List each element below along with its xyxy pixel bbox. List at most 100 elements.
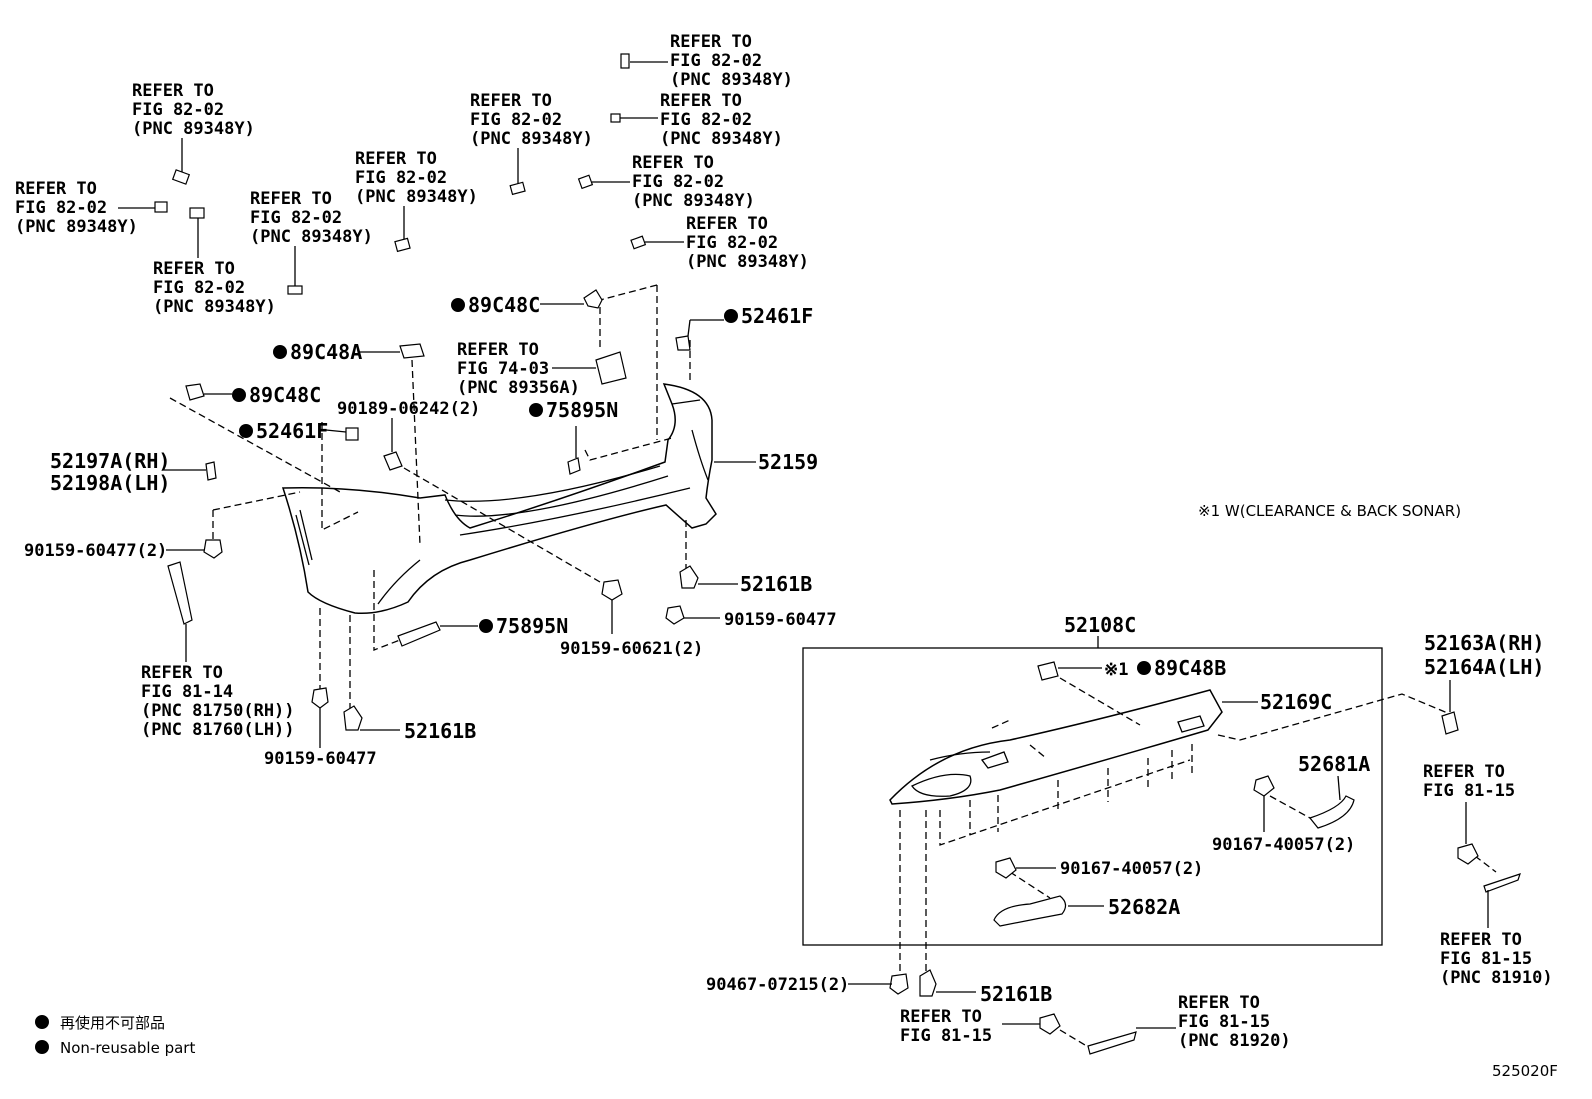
refer-block-2: REFER TO FIG 82-02 (PNC 89348Y): [15, 179, 138, 237]
sensor-89c48a-icon: [399, 343, 425, 359]
refer-6-line-3: (PNC 89348Y): [470, 129, 593, 149]
refer-block-3: REFER TO FIG 82-02 (PNC 89348Y): [153, 259, 276, 317]
refer-11-line-2: FIG 74-03: [457, 359, 549, 379]
refer-4-line-2: FIG 82-02: [250, 208, 342, 228]
refer-15-line-2: FIG 81-15: [900, 1026, 992, 1046]
lower-garnish: [889, 689, 1223, 805]
refer-1-line-1: REFER TO: [132, 81, 214, 101]
non-reusable-dot: [232, 388, 246, 402]
label-52161b-left: 52161B: [404, 719, 476, 743]
refer-12-line-3: (PNC 81750(RH)): [141, 701, 295, 721]
sensor-89c48b-icon: [1037, 661, 1059, 681]
bracket-52681a-icon: [1308, 795, 1355, 829]
small-parts-box: [848, 661, 1521, 1055]
refer-14-line-3: (PNC 81910): [1440, 968, 1553, 988]
bracket-52197a-icon: [205, 461, 217, 481]
legend-jp: 再使用不可部品: [60, 1014, 165, 1032]
label-52163a: 52163A(RH): [1424, 631, 1544, 655]
label-89c48b: 89C48B: [1154, 656, 1226, 680]
refer-block-7: REFER TO FIG 82-02 (PNC 89348Y): [670, 32, 793, 90]
sensor-clips: [118, 53, 684, 295]
refer-8-line-2: FIG 82-02: [660, 110, 752, 130]
refer-6-line-2: FIG 82-02: [470, 110, 562, 130]
refer-7-line-1: REFER TO: [670, 32, 752, 52]
label-75895n-bottom: 75895N: [496, 614, 568, 638]
non-reusable-dot: [529, 403, 543, 417]
sensor-89c48c-top-icon: [583, 289, 603, 309]
refer-block-15: REFER TO FIG 81-15: [900, 1007, 992, 1046]
bolt-90159-bottom-icon: [311, 687, 329, 709]
refer-7-line-2: FIG 82-02: [670, 51, 762, 71]
refer-9-line-1: REFER TO: [632, 153, 714, 173]
sensor-clip-icon: [154, 201, 168, 213]
refer-4-line-1: REFER TO: [250, 189, 332, 209]
label-89c48a: 89C48A: [290, 340, 362, 364]
legend-dot: [35, 1040, 49, 1054]
refer-block-13: REFER TO FIG 81-15: [1423, 762, 1515, 801]
refer-13-line-1: REFER TO: [1423, 762, 1505, 782]
sensor-clip-icon: [394, 237, 411, 253]
refer-6-line-1: REFER TO: [470, 91, 552, 111]
refer-10-line-3: (PNC 89348Y): [686, 252, 809, 272]
clip-52161b-right-icon: [679, 565, 699, 589]
refer-block-9: REFER TO FIG 82-02 (PNC 89348Y): [632, 153, 755, 211]
refer-block-1: REFER TO FIG 82-02 (PNC 89348Y): [132, 81, 255, 139]
cap-52163a-icon: [1441, 711, 1459, 735]
refer-8-line-1: REFER TO: [660, 91, 742, 111]
refer-3-line-3: (PNC 89348Y): [153, 297, 276, 317]
label-52161b-bottom: 52161B: [980, 982, 1052, 1006]
figure-code: 525020F: [1492, 1062, 1558, 1080]
cap-52461f-left-icon: [345, 427, 359, 441]
rear-bumper-cover: [281, 383, 717, 615]
sensor-clip-icon: [509, 181, 526, 196]
label-52108c: 52108C: [1064, 613, 1136, 637]
nut-90167-right-icon: [1253, 775, 1275, 797]
reflector-right-icon: [1483, 873, 1521, 893]
label-52461f-left: 52461F: [256, 419, 328, 443]
non-reusable-dot: [479, 619, 493, 633]
label-note-mark: ※1: [1104, 660, 1128, 680]
refer-14-line-2: FIG 81-15: [1440, 949, 1532, 969]
refer-16-line-2: FIG 81-15: [1178, 1012, 1270, 1032]
refer-block-12: REFER TO FIG 81-14 (PNC 81750(RH)) (PNC …: [141, 663, 295, 740]
refer-9-line-3: (PNC 89348Y): [632, 191, 755, 211]
refer-11-line-1: REFER TO: [457, 340, 539, 360]
reflector-bottom-icon: [1087, 1031, 1137, 1055]
plate-icon: [595, 351, 627, 385]
sensor-clip-icon: [620, 53, 630, 69]
legend-en: Non-reusable part: [60, 1039, 195, 1057]
refer-block-6: REFER TO FIG 82-02 (PNC 89348Y): [470, 91, 593, 149]
label-89c48c-left: 89C48C: [249, 383, 321, 407]
bracket-52682a-icon: [993, 895, 1067, 927]
label-90159-2: 90159-60477(2): [24, 541, 167, 561]
refer-2-line-3: (PNC 89348Y): [15, 217, 138, 237]
refer-12-line-2: FIG 81-14: [141, 682, 233, 702]
label-52681a: 52681A: [1298, 752, 1370, 776]
label-90467: 90467-07215(2): [706, 975, 849, 995]
refer-5-line-3: (PNC 89348Y): [355, 187, 478, 207]
label-89c48c-top: 89C48C: [468, 293, 540, 317]
refer-block-10: REFER TO FIG 82-02 (PNC 89348Y): [686, 214, 809, 272]
sensor-clip-icon: [189, 207, 205, 219]
legend-dot: [35, 1015, 49, 1029]
refer-10-line-1: REFER TO: [686, 214, 768, 234]
sensor-clip-icon: [577, 174, 594, 190]
sensor-clip-icon: [630, 235, 647, 250]
nut-bottom-icon: [1039, 1013, 1061, 1035]
refer-10-line-2: FIG 82-02: [686, 233, 778, 253]
bolt-90159-icon: [203, 539, 223, 559]
refer-8-line-3: (PNC 89348Y): [660, 129, 783, 149]
refer-1-line-2: FIG 82-02: [132, 100, 224, 120]
refer-14-line-1: REFER TO: [1440, 930, 1522, 950]
refer-4-line-3: (PNC 89348Y): [250, 227, 373, 247]
label-52198a: 52198A(LH): [50, 471, 170, 495]
small-parts-main: [164, 289, 756, 748]
part-labels: 89C48C 52461F 89C48A 89C48C 90189-06242(…: [24, 293, 1544, 1006]
non-reusable-dot: [1137, 661, 1151, 675]
assembly-box-52108c: [802, 636, 1383, 946]
label-90159-bottom: 90159-60477: [264, 749, 377, 769]
refer-block-14: REFER TO FIG 81-15 (PNC 81910): [1440, 930, 1553, 988]
nut-right-icon: [1457, 843, 1479, 865]
label-52161b-right: 52161B: [740, 572, 812, 596]
label-90167-mid: 90167-40057(2): [1060, 859, 1203, 879]
